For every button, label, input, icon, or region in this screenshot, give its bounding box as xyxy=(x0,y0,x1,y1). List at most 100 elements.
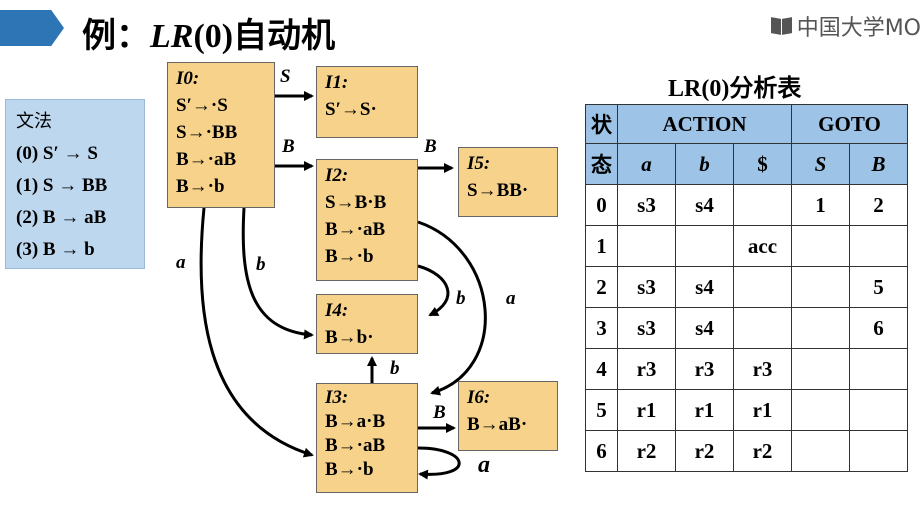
lr-item: B→·aB xyxy=(325,219,386,240)
table-cell: r3 xyxy=(617,348,676,390)
edge-I3-I3 xyxy=(417,446,461,480)
edge-label-I2-I3: a xyxy=(506,288,516,309)
mooc-logo: 中国大学MO xyxy=(771,10,921,42)
table-cell: 2 xyxy=(849,184,908,226)
state-number-cell: 6 xyxy=(585,430,618,472)
table-cell: 1 xyxy=(791,184,850,226)
state-number-cell: 5 xyxy=(585,389,618,431)
title-arrow-decoration xyxy=(0,10,64,46)
lr-item: S′→·S xyxy=(176,95,228,116)
grammar-rule: (1) S → BB xyxy=(16,175,108,196)
state-number-cell: 4 xyxy=(585,348,618,390)
lr-item: B→aB· xyxy=(467,414,528,435)
lr-item: B→·b xyxy=(325,246,374,267)
table-cell: s3 xyxy=(617,184,676,226)
state-I6: I6: B→aB· xyxy=(458,381,558,451)
table-cell xyxy=(617,225,676,267)
grammar-rule: (2) B → aB xyxy=(16,207,107,228)
table-cell: r1 xyxy=(733,389,792,431)
state-I1: I1: S′→S· xyxy=(316,66,418,138)
lr-item: B→·b xyxy=(325,459,374,480)
table-cell: r1 xyxy=(617,389,676,431)
lr-item: S→BB· xyxy=(467,180,529,201)
edge-I0-I4 xyxy=(241,207,314,340)
lr-item: B→·aB xyxy=(325,435,386,456)
state-I3: I3: B→a·B B→·aB B→·b xyxy=(316,383,418,493)
state-number-cell: 2 xyxy=(585,266,618,308)
table-cell: s3 xyxy=(617,266,676,308)
goto-header: GOTO xyxy=(791,104,908,144)
edge-label-I0-I3: a xyxy=(176,252,186,273)
state-number-cell: 3 xyxy=(585,307,618,349)
state-number-cell: 1 xyxy=(585,225,618,267)
table-cell xyxy=(791,430,850,472)
table-cell xyxy=(791,266,850,308)
edge-I2-I3 xyxy=(417,220,487,396)
table-cell xyxy=(733,307,792,349)
table-cell xyxy=(791,307,850,349)
table-cell: r2 xyxy=(675,430,734,472)
lr-item: B→a·B xyxy=(325,411,386,432)
state-I5: I5: S→BB· xyxy=(458,147,558,217)
grammar-box: 文法 (0) S′ → S (1) S → BB (2) B → aB (3) … xyxy=(5,99,145,269)
table-cell xyxy=(791,348,850,390)
table-cell xyxy=(675,225,734,267)
lr-item: B→·aB xyxy=(176,149,237,170)
edge-label-I2-I4: b xyxy=(456,288,466,309)
table-cell xyxy=(849,225,908,267)
table-cell: r2 xyxy=(617,430,676,472)
edge-label-I0-I4: b xyxy=(256,254,266,275)
col-header: a xyxy=(617,143,676,185)
lr-item: S→B·B xyxy=(325,192,387,213)
logo-text: 中国大学MO xyxy=(796,16,921,41)
grammar-rule: (0) S′ → S xyxy=(16,143,98,164)
table-cell: r3 xyxy=(675,348,734,390)
table-cell: r2 xyxy=(733,430,792,472)
table-cell: 6 xyxy=(849,307,908,349)
table-row: 1 acc xyxy=(585,225,908,267)
lr-item: S→·BB xyxy=(176,122,238,143)
page-title: 例：LR(0)自动机 xyxy=(82,18,336,55)
table-title: LR(0)分析表 xyxy=(668,76,802,102)
edge-label-I3-I4: b xyxy=(390,358,400,379)
col-header: B xyxy=(849,143,908,185)
lr-item: B→b· xyxy=(325,327,374,348)
edge-label-I2-I5: B xyxy=(424,136,437,157)
col-header: $ xyxy=(733,143,792,185)
table-cell: r3 xyxy=(733,348,792,390)
state-header-1: 状 xyxy=(585,104,618,144)
table-cell xyxy=(849,389,908,431)
table-cell xyxy=(849,430,908,472)
state-I4: I4: B→b· xyxy=(316,294,418,354)
edge-label-I0-I1: S xyxy=(280,66,291,87)
state-I0: I0: S′→·S S→·BB B→·aB B→·b xyxy=(167,62,275,208)
table-cell: acc xyxy=(733,225,792,267)
edge-label-I3-I6: B xyxy=(433,402,446,423)
col-header: b xyxy=(675,143,734,185)
state-I2: I2: S→B·B B→·aB B→·b xyxy=(316,159,418,281)
lr-item: S′→S· xyxy=(325,99,377,120)
table-cell: s4 xyxy=(675,184,734,226)
state-header-2: 态 xyxy=(585,143,618,185)
table-cell xyxy=(733,184,792,226)
table-cell: s4 xyxy=(675,307,734,349)
edge-label-I3-I3: a xyxy=(478,452,490,478)
table-cell: 5 xyxy=(849,266,908,308)
grammar-rule: (3) B → b xyxy=(16,239,95,260)
table-cell xyxy=(849,348,908,390)
lr-item: B→·b xyxy=(176,176,225,197)
grammar-title: 文法 xyxy=(16,111,52,132)
table-cell: r1 xyxy=(675,389,734,431)
action-header: ACTION xyxy=(617,104,792,144)
state-number-cell: 0 xyxy=(585,184,618,226)
edge-I0-I3 xyxy=(199,207,314,458)
table-cell xyxy=(791,225,850,267)
table-cell: s3 xyxy=(617,307,676,349)
